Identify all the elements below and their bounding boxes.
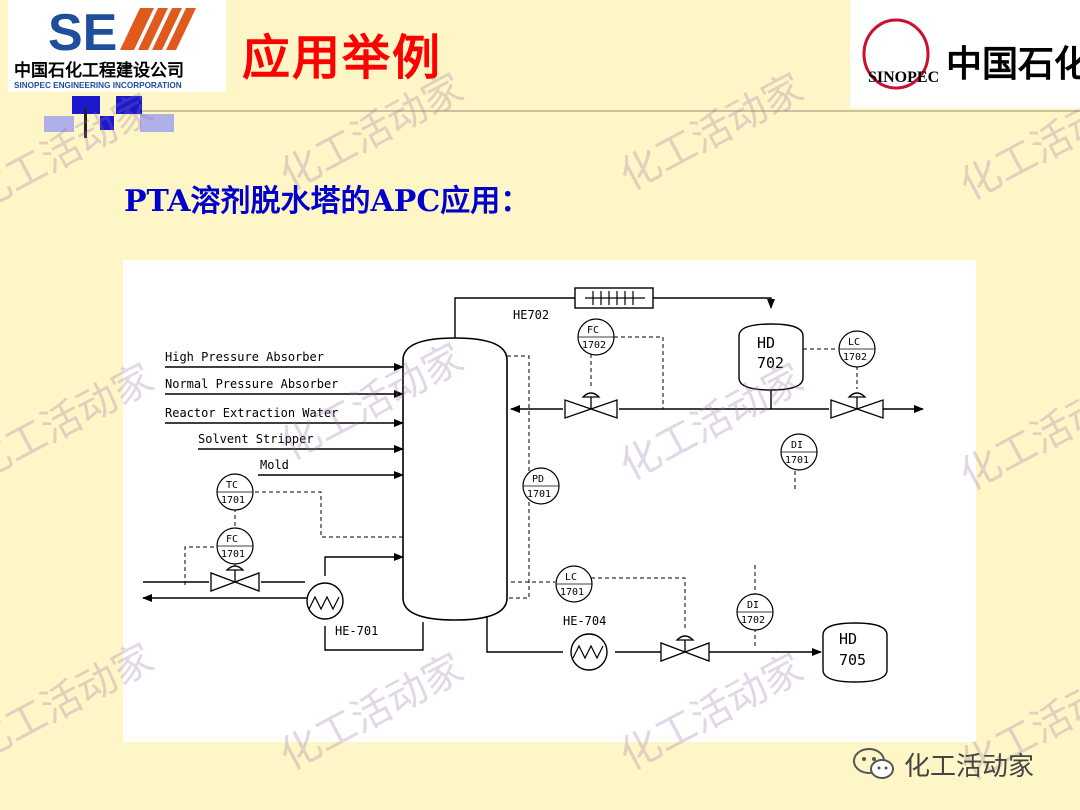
- dehydration-column: [402, 337, 508, 621]
- di1701-instrument: DI 1701: [780, 433, 818, 471]
- lc1701-instrument: LC 1701: [555, 565, 593, 603]
- tc1701-instrument: TC 1701: [216, 473, 254, 511]
- svg-text:FC: FC: [226, 534, 238, 545]
- feed-lines: [165, 363, 404, 479]
- overhead-line: [454, 297, 775, 338]
- wechat-badge: 化工活动家: [852, 744, 1034, 784]
- lc1702-instrument: LC 1702: [838, 330, 876, 368]
- svg-text:1701: 1701: [785, 455, 809, 466]
- feed-label: Solvent Stripper: [198, 432, 314, 446]
- svg-text:TC: TC: [226, 480, 238, 491]
- header-divider: [140, 110, 1080, 112]
- svg-text:1701: 1701: [527, 489, 551, 500]
- instrument-bubbles: FC 1702 LC 1702 DI 1701: [216, 318, 876, 631]
- sinopec-logo-name: 中国石化: [946, 43, 1080, 85]
- watermark: 化工活动家: [612, 65, 811, 200]
- di1702-instrument: DI 1702: [736, 593, 774, 631]
- sei-logo-name-en: SINOPEC ENGINEERING INCORPORATION: [14, 81, 182, 90]
- sinopec-logo: SINOPEC 中国石化: [850, 0, 1080, 108]
- steam-valve: [210, 565, 260, 592]
- svg-text:1701: 1701: [221, 495, 245, 506]
- bottoms-valve: [660, 635, 710, 662]
- he704-label: HE-704: [563, 614, 606, 628]
- process-diagram: High Pressure Absorber Normal Pressure A…: [123, 260, 976, 742]
- header-accent: [44, 92, 174, 138]
- svg-text:DI: DI: [747, 600, 759, 611]
- svg-text:1702: 1702: [582, 340, 606, 351]
- he702-label: HE702: [513, 308, 549, 322]
- hd702-drum: [738, 323, 804, 391]
- svg-text:1702: 1702: [741, 615, 765, 626]
- feed-label: Reactor Extraction Water: [165, 406, 338, 420]
- slide-title: 应用举例: [242, 30, 443, 86]
- reflux-valve: [564, 392, 618, 419]
- subtitle: PTA溶剂脱水塔的APC应用：: [124, 184, 531, 219]
- pd1701-instrument: PD 1701: [522, 467, 560, 505]
- hd705-drum: [822, 622, 888, 683]
- sinopec-logo-mark: SINOPEC: [868, 69, 939, 86]
- he702-exchanger: [574, 287, 654, 309]
- svg-text:LC: LC: [848, 337, 860, 348]
- svg-text:1701: 1701: [560, 587, 584, 598]
- hd702-number: 702: [757, 354, 784, 372]
- sei-logo-name-cn: 中国石化工程建设公司: [14, 60, 184, 81]
- he704-exchanger: [570, 633, 608, 671]
- svg-text:DI: DI: [791, 440, 803, 451]
- wechat-icon: [853, 748, 894, 779]
- sei-logo: SE 中国石化工程建设公司 SINOPEC ENGINEERING INCORP…: [8, 0, 226, 92]
- he701-label: HE-701: [335, 624, 378, 638]
- sei-logo-mark: SE: [48, 4, 117, 62]
- hd702-label: HD: [757, 334, 775, 352]
- feed-label: High Pressure Absorber: [165, 350, 324, 364]
- svg-text:LC: LC: [565, 572, 577, 583]
- svg-text:1702: 1702: [843, 352, 867, 363]
- svg-text:1701: 1701: [221, 549, 245, 560]
- bottoms-line: [486, 616, 822, 656]
- he701-exchanger: [306, 582, 344, 620]
- feed-label: Normal Pressure Absorber: [165, 377, 338, 391]
- badge-text: 化工活动家: [904, 751, 1035, 782]
- hd705-number: 705: [839, 651, 866, 669]
- reboiler-line: [142, 553, 424, 651]
- fc1701-instrument: FC 1701: [216, 527, 254, 565]
- fc1702-instrument: FC 1702: [577, 318, 615, 356]
- distillate-valve: [830, 392, 884, 419]
- svg-text:FC: FC: [587, 325, 599, 336]
- svg-text:PD: PD: [532, 474, 544, 485]
- hd705-label: HD: [839, 630, 857, 648]
- feed-label: Mold: [260, 458, 289, 472]
